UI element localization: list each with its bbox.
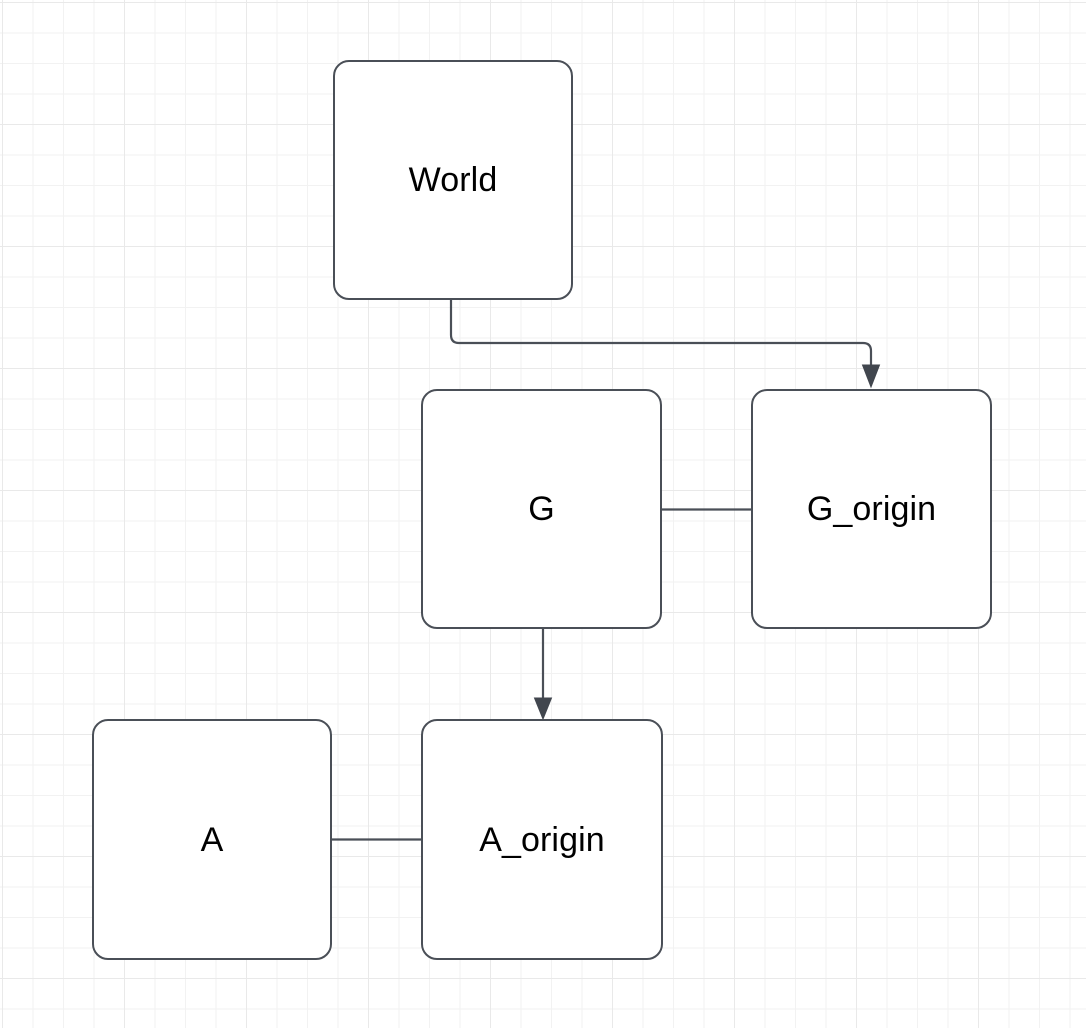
node-world[interactable]: World <box>333 60 573 300</box>
arrowhead-icon <box>533 697 553 721</box>
node-label: A <box>200 820 224 859</box>
node-label: A_origin <box>479 820 605 859</box>
node-g-origin[interactable]: G_origin <box>751 389 992 629</box>
node-a-origin[interactable]: A_origin <box>421 719 663 960</box>
node-label: G_origin <box>806 490 937 528</box>
edge-path <box>449 300 873 366</box>
node-g[interactable]: G <box>421 389 662 629</box>
node-label: World <box>408 161 498 199</box>
edge-g-to-a_origin[interactable] <box>533 629 553 721</box>
edge-world-to-g_origin[interactable] <box>449 300 881 389</box>
arrowhead-icon <box>861 364 881 389</box>
node-a[interactable]: A <box>92 719 332 960</box>
node-label: G <box>528 490 555 528</box>
